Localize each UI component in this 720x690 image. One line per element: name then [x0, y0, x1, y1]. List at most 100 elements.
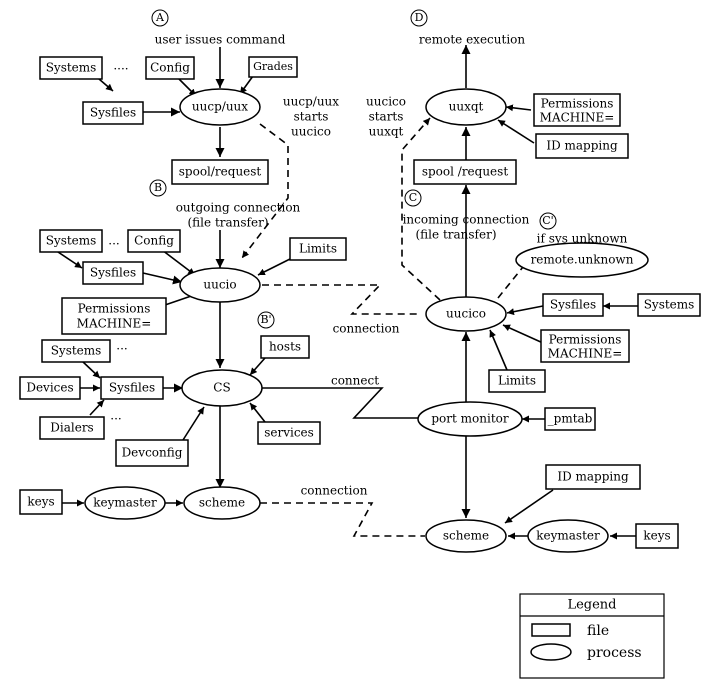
- process-uucp-uux-label: uucp/uux: [192, 100, 248, 114]
- annotation-uucico-starts-3: uuxqt: [369, 125, 404, 139]
- file-keys-right: keys: [635, 523, 679, 549]
- file-dialers-label: Dialers: [50, 421, 93, 435]
- file-id-mapping-bottom-label: ID mapping: [557, 470, 629, 484]
- legend-file-label: file: [587, 623, 609, 639]
- file-devconfig: Devconfig: [115, 439, 189, 467]
- process-keymaster-left: keymaster: [84, 486, 166, 520]
- file-limits-left: Limits: [289, 237, 347, 261]
- file-permissions-left-label-2: MACHINE=: [77, 317, 152, 331]
- file-permissions-right-label-2: MACHINE=: [540, 111, 615, 125]
- process-keymaster-left-label: keymaster: [93, 496, 157, 510]
- annotation-uucico-starts-2: starts: [369, 110, 404, 124]
- marker-a-text: A: [155, 11, 165, 24]
- process-keymaster-right-label: keymaster: [536, 529, 600, 543]
- file-devconfig-label: Devconfig: [122, 446, 183, 460]
- annotation-incoming-1: incoming connection: [403, 213, 530, 227]
- file-pmtab-label: _pmtab: [548, 412, 593, 426]
- annotation-uucp-starts-1: uucp/uux: [283, 95, 339, 109]
- section-marker-cprime: C': [539, 212, 557, 230]
- annotation-dots: ...: [108, 234, 119, 248]
- file-permissions-right-2: Permissions MACHINE=: [540, 329, 630, 363]
- file-hosts: hosts: [260, 335, 310, 359]
- process-uucio-label: uucio: [203, 278, 236, 292]
- process-uucico: uucico: [425, 296, 507, 332]
- arrow-devconfig-cs: [182, 406, 205, 441]
- legend-process-swatch: [530, 643, 572, 661]
- section-marker-d: D: [410, 9, 428, 27]
- section-marker-b: B: [149, 179, 167, 197]
- arrow-hosts-cs: [249, 357, 266, 376]
- file-limits-left-label: Limits: [299, 242, 337, 256]
- process-scheme-left: scheme: [183, 486, 261, 520]
- arrow-systems1-sysfiles1: [98, 78, 114, 92]
- annotation-connection-bottom: connection: [301, 484, 368, 498]
- annotation-incoming-2: (file transfer): [416, 228, 497, 242]
- marker-bprime-text: B': [260, 313, 271, 326]
- annotation-dots-dialers: ...: [110, 409, 121, 423]
- file-permissions-left: Permissions MACHINE=: [61, 297, 167, 335]
- file-systems-right-label: Systems: [644, 298, 695, 312]
- file-systems-1: Systems: [39, 56, 103, 80]
- process-remote-unknown-label: remote.unknown: [531, 253, 634, 267]
- file-sysfiles-3: Sysfiles: [100, 376, 164, 400]
- annotation-connection-mid: connection: [333, 322, 400, 336]
- annotation-uucico-starts-1: uucico: [366, 95, 406, 109]
- file-sysfiles-1-label: Sysfiles: [90, 106, 136, 120]
- file-systems-2-label: Systems: [46, 234, 97, 248]
- arrow-idmapping-scheme: [504, 489, 554, 524]
- file-id-mapping-top: ID mapping: [535, 133, 629, 159]
- file-hosts-label: hosts: [269, 340, 301, 354]
- process-keymaster-right: keymaster: [527, 519, 609, 553]
- annotations: user issues command .... uucp/uux starts…: [108, 33, 627, 498]
- file-config-1: Config: [145, 56, 195, 80]
- file-services-label: services: [264, 426, 314, 440]
- arrow-permissions-uuxqt: [505, 104, 532, 112]
- file-permissions-left-label-1: Permissions: [78, 302, 151, 316]
- file-spool-left: spool/request: [171, 159, 269, 185]
- file-devices: Devices: [19, 376, 81, 400]
- arrow-sysfiles2-uucio: [142, 272, 183, 285]
- file-sysfiles-right-label: Sysfiles: [550, 298, 596, 312]
- file-limits-right-label: Limits: [498, 374, 536, 388]
- annotation-dots-systems: ...: [116, 339, 127, 353]
- annotation-remote-execution: remote execution: [419, 33, 525, 47]
- annotation-connect: connect: [331, 374, 379, 388]
- file-systems-3-label: Systems: [51, 344, 102, 358]
- file-sysfiles-2-label: Sysfiles: [90, 266, 136, 280]
- legend-title: Legend: [567, 598, 616, 613]
- file-services: services: [257, 421, 321, 445]
- file-dialers: Dialers: [39, 416, 105, 440]
- marker-d-text: D: [415, 11, 424, 24]
- arrow-services-cs: [249, 402, 266, 423]
- process-scheme-right: scheme: [425, 519, 507, 553]
- annotation-if-sys-unknown: if sys unknown: [537, 232, 628, 246]
- file-devices-label: Devices: [26, 381, 73, 395]
- annotation-outgoing-2: (file transfer): [188, 216, 269, 230]
- file-spool-left-label: spool/request: [179, 165, 262, 179]
- line-cs-connect-port-monitor: [262, 387, 420, 419]
- file-spool-right-label: spool /request: [422, 165, 508, 179]
- process-uucico-label: uucico: [446, 307, 486, 321]
- section-marker-bprime: B': [257, 311, 275, 329]
- file-systems-right: Systems: [637, 293, 701, 317]
- process-cs-label: CS: [213, 381, 230, 395]
- arrow-limits-uucico: [489, 329, 508, 371]
- file-systems-1-label: Systems: [46, 61, 97, 75]
- file-keys-right-label: keys: [643, 529, 670, 543]
- file-limits-right: Limits: [488, 369, 546, 393]
- annotation-uucp-starts-2: starts: [294, 110, 329, 124]
- arrow-dialers-sysfiles3: [89, 399, 105, 416]
- annotation-outgoing-1: outgoing connection: [176, 201, 301, 215]
- file-spool-right: spool /request: [413, 159, 517, 185]
- process-scheme-right-label: scheme: [443, 529, 489, 543]
- file-config-1-label: Config: [150, 61, 190, 75]
- legend-file-swatch: [531, 623, 571, 637]
- legend: Legend file process: [519, 593, 665, 679]
- arrow-systems3-sysfiles3: [81, 360, 101, 379]
- process-cs: CS: [181, 369, 263, 407]
- file-sysfiles-2: Sysfiles: [82, 261, 144, 285]
- dashed-uucp-starts-uucio: [241, 123, 289, 259]
- dashed-connection-uucio-uucico: [262, 284, 420, 315]
